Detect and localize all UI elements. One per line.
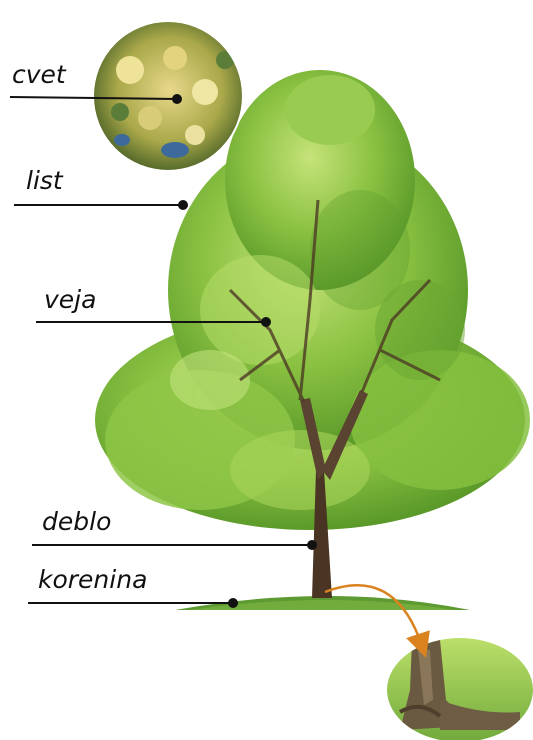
pointer-dot-deblo [307,540,317,550]
root-callout-arrow [324,584,430,658]
label-trunk: deblo [42,507,112,536]
pointer-dot-cvet [172,94,182,104]
pointer-dot-veja [261,317,271,327]
leader-dots [172,94,317,608]
flower-closeup-image [92,20,244,172]
leader-line-cvet [9,96,177,100]
label-root: korenina [38,565,148,594]
label-flower: cvet [12,60,66,89]
leader-lines [9,96,312,604]
root-closeup-image [387,638,533,740]
label-leaf: list [26,166,63,195]
tree-branches [228,199,441,403]
tree-trunk [300,390,368,598]
pointer-dot-list [178,200,188,210]
pointer-dot-korenina [228,598,238,608]
tree-crown [95,70,530,530]
label-branch: veja [44,285,97,314]
